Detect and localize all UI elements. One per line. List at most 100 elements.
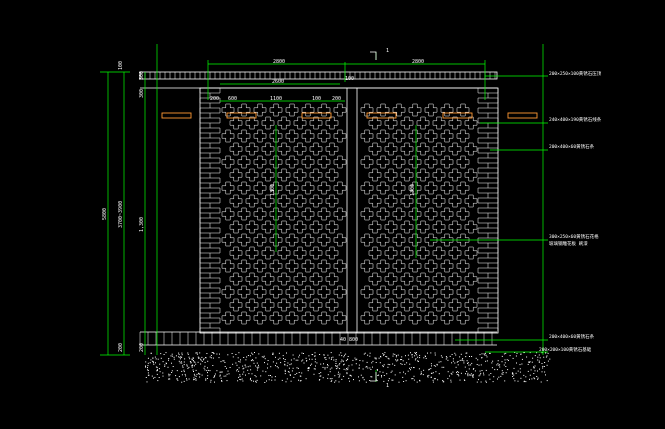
ground-dot — [391, 370, 393, 372]
ground-dot — [238, 376, 240, 378]
ground-dot — [414, 352, 416, 354]
ground-dot — [445, 356, 447, 357]
ground-dot — [289, 364, 291, 366]
ground-dot — [493, 376, 495, 378]
lattice-cross — [408, 155, 422, 169]
ground-dot — [432, 381, 434, 383]
ground-dot — [343, 356, 345, 358]
ground-dot — [470, 373, 472, 375]
ground-dot — [425, 357, 427, 359]
lattice-cross — [261, 116, 275, 130]
ground-dot — [516, 362, 517, 364]
ground-dot — [404, 373, 406, 375]
ground-dot — [247, 355, 249, 356]
ground-dot — [181, 356, 183, 358]
ground-dot — [314, 368, 316, 370]
lattice-cross — [229, 272, 243, 286]
lattice-cross — [301, 103, 315, 117]
ground-dot — [331, 378, 333, 379]
ground-dot — [538, 360, 540, 362]
lattice-cross — [408, 285, 422, 299]
ground-dot — [350, 374, 351, 376]
ground-dot — [416, 381, 418, 383]
ground-dot — [338, 381, 340, 383]
ground-dot — [526, 356, 528, 358]
ground-dot — [194, 361, 196, 363]
ground-dot — [168, 373, 170, 375]
ground-dot — [472, 374, 474, 376]
lattice-cross — [325, 272, 339, 286]
ground-dot — [313, 373, 315, 375]
section-marker-bottom: 1 — [370, 372, 389, 389]
lattice-cross — [408, 311, 422, 325]
ground-dot — [298, 372, 300, 373]
ground-dot — [430, 372, 432, 374]
ground-dot — [171, 355, 173, 357]
lattice-cross — [464, 116, 478, 130]
ground-dot — [283, 358, 284, 360]
ground-dot — [489, 352, 491, 354]
ground-dot — [191, 359, 193, 361]
ground-dot — [440, 355, 442, 357]
lattice-cross — [269, 155, 283, 169]
dim-left-base-2: 200 — [139, 343, 145, 352]
ground-dot — [496, 364, 498, 366]
lattice-cross — [309, 220, 323, 234]
ground-dot — [384, 352, 386, 354]
ground-dot — [343, 375, 345, 377]
ground-dot — [201, 356, 203, 358]
lattice-cross — [376, 181, 390, 195]
lattice-cross — [384, 220, 398, 234]
ground-dot — [254, 352, 255, 353]
lattice-cross — [440, 259, 454, 273]
lattice-cross — [325, 168, 339, 182]
ground-dot — [319, 375, 321, 377]
lattice-cross — [456, 155, 470, 169]
ground-dot — [421, 373, 422, 375]
ground-dot — [454, 362, 456, 364]
lattice-cross — [456, 285, 470, 299]
ground-dot — [525, 381, 527, 383]
lattice-cross — [309, 194, 323, 208]
lattice-cross — [333, 207, 347, 221]
ground-dot — [405, 355, 406, 357]
lattice-cross — [384, 116, 398, 130]
ground-dot — [232, 363, 234, 365]
ground-dot — [260, 375, 262, 377]
ground-dot — [529, 352, 531, 354]
ground-dot — [207, 367, 208, 369]
ground-dot — [235, 362, 237, 364]
ground-dot — [395, 359, 397, 361]
ground-dot — [517, 380, 519, 382]
ground-dot — [192, 364, 194, 366]
dim-inner-span: 2600 — [272, 79, 284, 85]
ground-dot — [381, 375, 382, 377]
ground-dot — [168, 378, 170, 380]
ground-dot — [145, 361, 147, 363]
lattice-cross — [317, 311, 331, 325]
ground-dot — [196, 373, 198, 375]
ground-dot — [171, 370, 173, 372]
ground-dot — [320, 363, 322, 365]
ground-dot — [537, 370, 538, 372]
lattice-cross — [309, 298, 323, 312]
ground-dot — [459, 379, 461, 381]
lattice-cross — [333, 285, 347, 299]
lattice-cross — [360, 259, 374, 273]
lattice-cross — [229, 142, 243, 156]
ground-dot — [363, 353, 365, 355]
ground-dot — [499, 364, 501, 366]
ground-dot — [163, 354, 165, 355]
ground-dot — [507, 369, 509, 371]
ground-dot — [335, 359, 337, 361]
ground-dot — [277, 358, 279, 360]
ground-dot — [195, 375, 197, 377]
ground-dot — [295, 359, 297, 361]
lattice-cross — [269, 207, 283, 221]
lattice-cross — [253, 181, 267, 195]
ground-dot — [189, 358, 191, 360]
ground-dot — [327, 364, 328, 365]
ground-dot — [349, 380, 350, 382]
ground-dot — [291, 370, 293, 372]
ground-dot — [200, 358, 202, 360]
